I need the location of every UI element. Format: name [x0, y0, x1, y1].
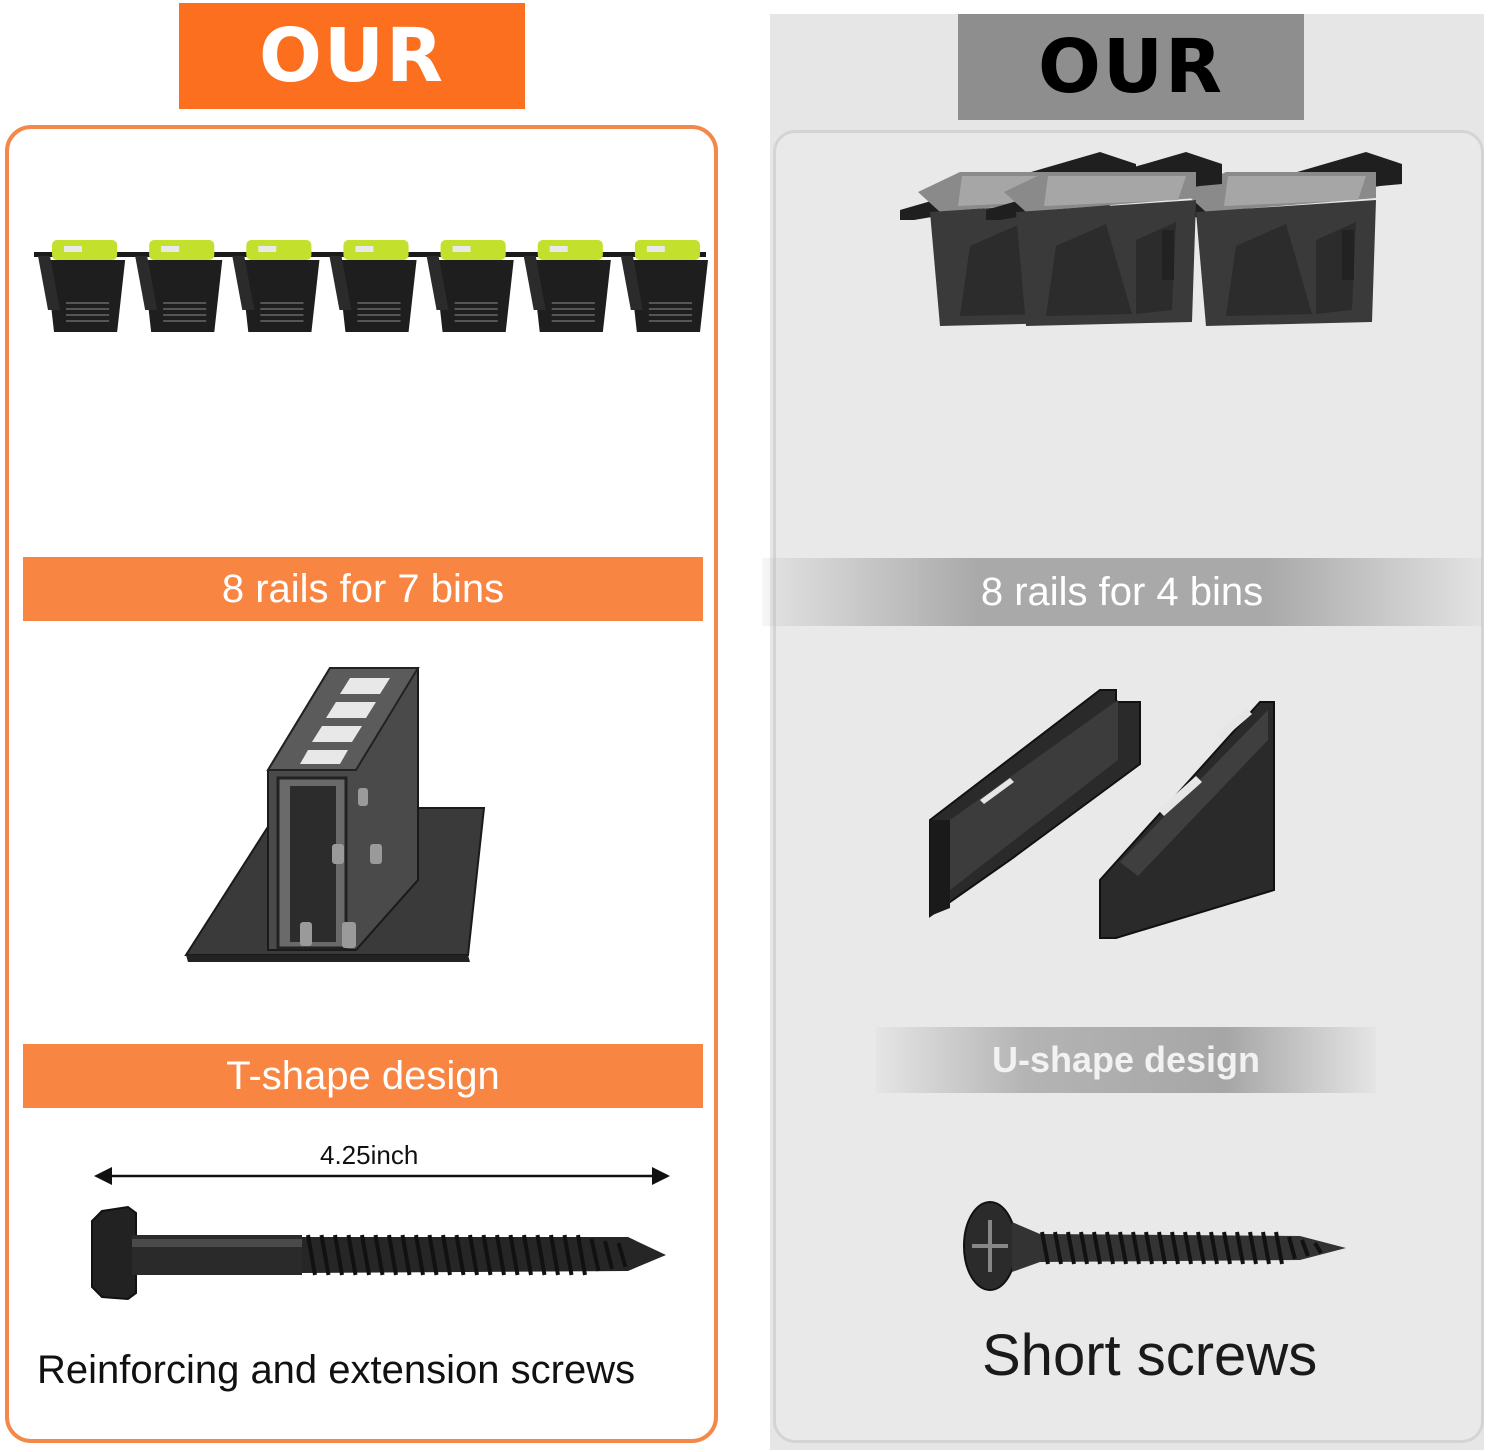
right-bin	[1166, 152, 1402, 326]
measurement-arrow-icon	[94, 1167, 670, 1185]
right-bins-illustration	[900, 152, 1402, 326]
left-bins-label: 8 rails for 7 bins	[23, 557, 703, 621]
right-bins-label: 8 rails for 4 bins	[762, 558, 1482, 626]
right-title-badge: OUR	[958, 14, 1304, 120]
right-comparison-panel	[773, 130, 1484, 1443]
left-bin	[523, 240, 611, 332]
lag-screw-icon	[91, 1205, 666, 1301]
left-bin	[38, 240, 126, 332]
wood-screw-icon	[963, 1201, 1346, 1291]
left-bin	[329, 240, 417, 332]
left-bin	[232, 240, 320, 332]
left-bin	[426, 240, 514, 332]
screw-length-label: 4.25inch	[320, 1140, 419, 1170]
left-screw-label: Reinforcing and extension screws	[37, 1348, 636, 1392]
u-shape-rail-icon	[929, 689, 1275, 939]
right-rail-label: U-shape design	[876, 1027, 1376, 1093]
t-shape-rail-icon	[184, 667, 486, 962]
right-screw-label: Short screws	[982, 1323, 1318, 1388]
right-bin	[986, 152, 1222, 326]
left-bin	[135, 240, 223, 332]
left-bins-illustration	[34, 240, 708, 332]
left-title-badge: OUR	[179, 3, 525, 109]
left-bin	[620, 240, 708, 332]
left-rail-label: T-shape design	[23, 1044, 703, 1108]
